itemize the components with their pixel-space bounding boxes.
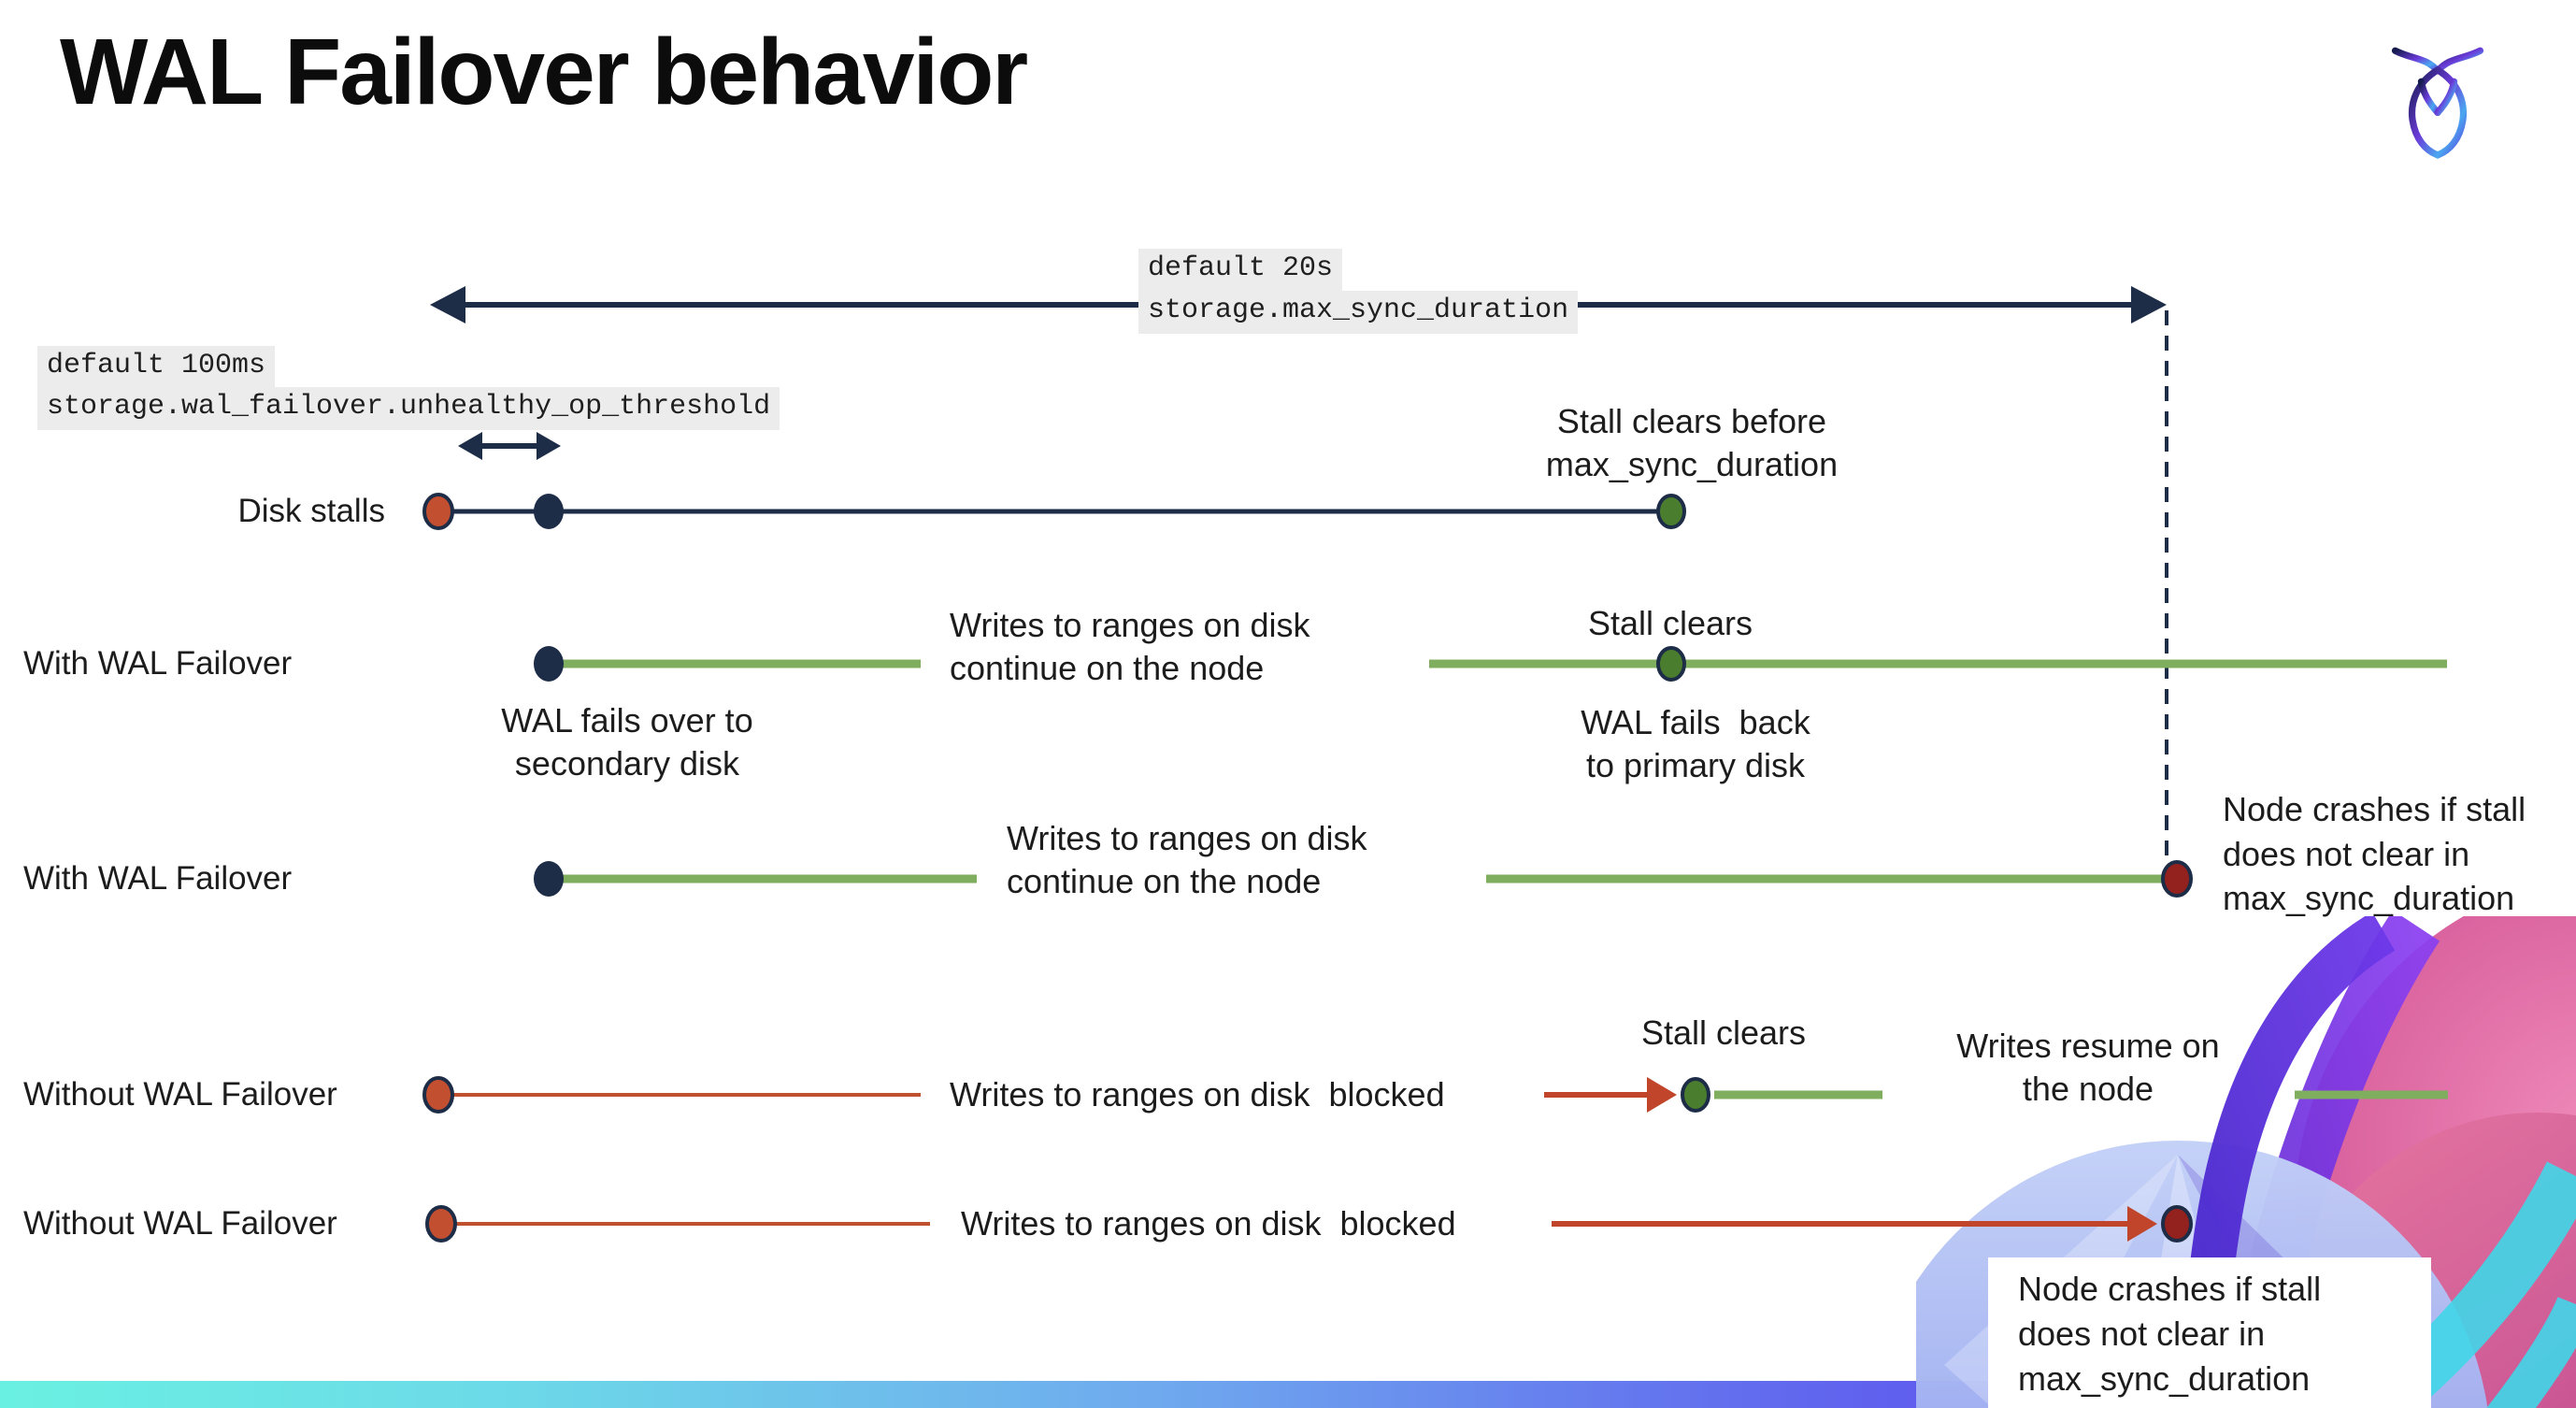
arrowhead-left-icon [430,286,465,323]
threshold-dot [534,494,564,529]
callout-writes-resume: Writes resume on the node [1956,1027,2220,1109]
callout-fails-over: WAL fails over to secondary disk [501,701,753,783]
arrowhead-right-icon [537,432,561,460]
cockroachdb-logo-icon [2391,47,2484,159]
unhealthy-op-setting-label: storage.wal_failover.unhealthy_op_thresh… [37,387,780,430]
stall-clears-dot [1681,1077,1710,1113]
row-label-disk-stalls: Disk stalls [237,493,385,529]
row-no-failover-2 [425,1205,2193,1243]
node-crash-card: Node crashes if stall does not clear in … [1988,1257,2431,1408]
row-no-failover-1 [422,1076,2448,1113]
callout-node-crashes-2: Node crashes if stall does not clear in … [2018,1270,2322,1398]
callout-writes-continue-2: Writes to ranges on disk continue on the… [1007,819,1367,901]
failover-dot [534,861,564,897]
stall-start-dot [425,1205,457,1243]
row-wal-failover-1 [534,646,2447,682]
callout-writes-continue-1: Writes to ranges on disk continue on the… [950,606,1310,688]
arrowhead-right-icon [2131,286,2167,323]
failover-dot [534,646,564,682]
max-sync-setting-label: storage.max_sync_duration [1138,291,1579,334]
arrowhead-left-icon [458,432,482,460]
row-label-no-failover-1: Without WAL Failover [23,1076,337,1113]
callout-node-crashes-1: Node crashes if stall does not clear in … [2223,790,2526,918]
callout-writes-blocked-2: Writes to ranges on disk blocked [961,1204,1456,1243]
stall-clears-dot [1656,646,1686,682]
stall-clears-dot [1656,494,1686,529]
callout-stall-clears-1: Stall clears [1587,604,1753,642]
callout-writes-blocked-1: Writes to ranges on disk blocked [950,1075,1445,1113]
callout-fails-back: WAL fails back to primary disk [1581,703,1810,785]
callout-stall-clears-before: Stall clears before max_sync_duration [1545,402,1839,484]
row-label-no-failover-2: Without WAL Failover [23,1205,337,1242]
node-crash-dot [2161,860,2193,898]
unhealthy-op-default-label: default 100ms [37,346,276,389]
stall-start-dot [422,493,454,530]
row-label-wal-failover-2: With WAL Failover [23,860,293,897]
callout-stall-clears-2: Stall clears [1640,1013,1807,1052]
row-wal-failover-2 [534,860,2193,898]
row-label-wal-failover-1: With WAL Failover [23,645,293,682]
stall-start-dot [422,1076,454,1113]
arrowhead-right-icon [2127,1206,2157,1242]
row-disk-stalls [422,493,1686,530]
unhealthy-op-threshold-arrow [458,432,561,460]
arrowhead-right-icon [1647,1077,1677,1113]
page-title: WAL Failover behavior [60,20,1028,124]
max-sync-default-label: default 20s [1138,249,1343,292]
node-crash-dot [2161,1205,2193,1243]
